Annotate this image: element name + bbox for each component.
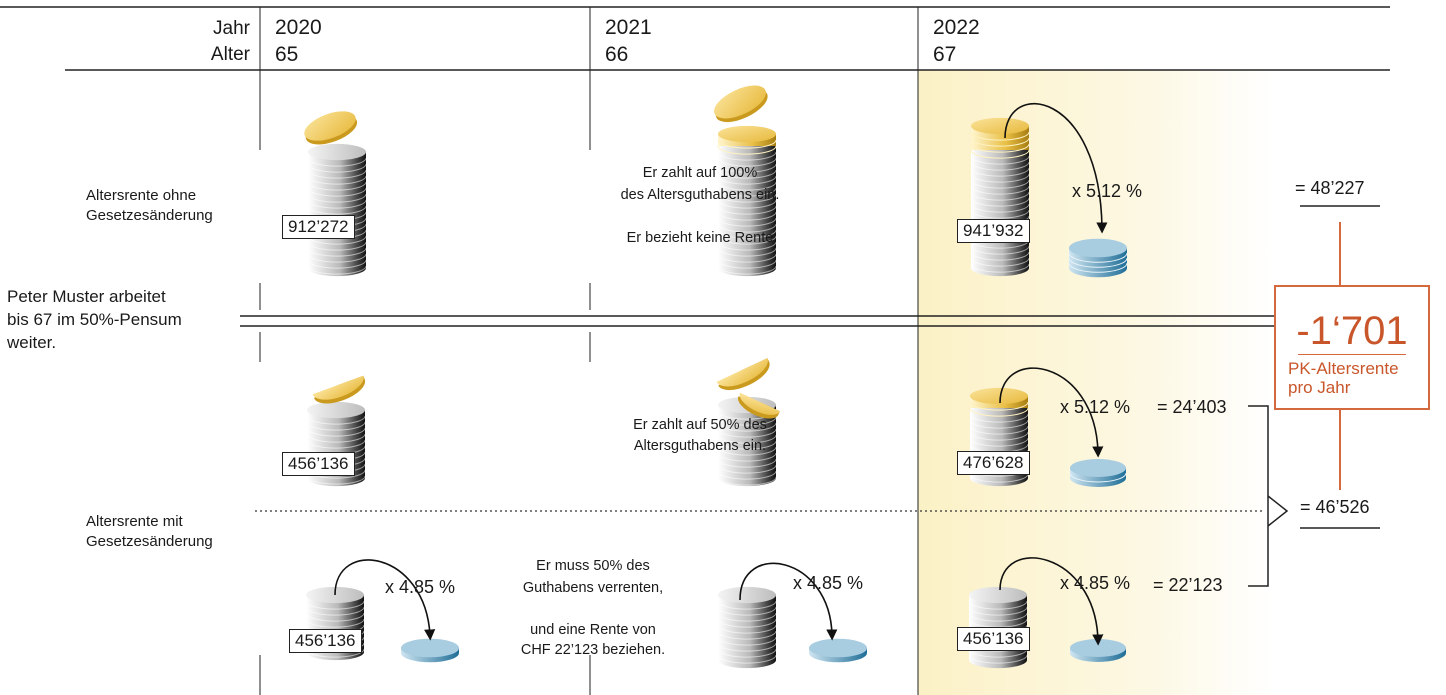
result-upper: = 24’403 [1157,397,1227,417]
balance-upper-2020: 456’136 [282,452,355,476]
balance-ohne-2022: 941’932 [957,219,1030,243]
header-age-67: 67 [933,43,957,66]
header-jahr-label: Jahr [213,18,250,39]
rate-lower-2022: x 4.85 % [1060,573,1131,593]
pension-coin-upper-2022 [1069,459,1127,487]
story-line2: bis 67 im 50%-Pensum [7,310,182,329]
half-gold-coin-upper-2021-b [737,392,780,419]
note-upper-line1: Er zahlt auf 50% des [633,417,767,433]
half-gold-coin-upper-2021-a [716,358,770,391]
coin-stack-ohne-2022 [970,117,1030,277]
balance-ohne-2020: 912’272 [282,215,355,239]
rate-ohne-2022: x 5.12 % [1072,181,1143,201]
coin-stack-lower-2021 [717,586,777,669]
label-mit-line2: Gesetzesänderung [86,533,213,550]
rate-lower-2021: x 4.85 % [793,573,864,593]
header-age-65: 65 [275,43,299,66]
difference-caption-line2: pro Jahr [1288,378,1351,397]
rate-lower-2020: x 4.85 % [385,577,456,597]
balance-lower-2022: 456’136 [957,627,1030,651]
label-mit-line1: Altersrente mit [86,513,183,530]
note-lower-line1: Er muss 50% des [536,558,650,574]
result-ohne: = 48’227 [1295,178,1365,198]
result-lower: = 22’123 [1153,575,1223,595]
label-ohne-line2: Gesetzesänderung [86,207,213,224]
gold-coin-ohne-2021 [714,85,768,123]
story-line1: Peter Muster arbeitet [7,287,166,306]
note-ohne-line1: Er zahlt auf 100% [642,165,758,181]
balance-upper-2022: 476’628 [957,451,1030,475]
rate-upper-2022: x 5.12 % [1060,397,1131,417]
note-ohne-line3: Er bezieht keine Rente [626,230,774,246]
note-ohne-line2: des Altersguthabens ein. [620,187,780,203]
coin-stack-ohne-2020 [307,143,367,277]
header-year-2020: 2020 [275,16,322,39]
coin-stack-ohne-2021 [717,125,777,277]
header-year-2021: 2021 [605,16,652,39]
note-lower-line2: Guthabens verrenten, [522,580,664,596]
balance-lower-2020: 456’136 [289,629,362,653]
difference-caption-line1: PK-Altersrente [1288,359,1399,378]
header-year-2022: 2022 [933,16,980,39]
difference-value: -1‘701 [1296,309,1408,353]
gold-coin-ohne-2020 [304,111,358,145]
label-ohne-line1: Altersrente ohne [86,187,197,204]
note-upper-line2: Altersguthabens ein. [633,438,767,454]
note-lower-line4: CHF 22’123 beziehen. [520,642,666,658]
pension-coin-lower-2020 [401,638,459,663]
difference-box: -1‘701 PK-Altersrente pro Jahr [1274,285,1430,410]
note-lower-line3: und eine Rente von [530,622,656,638]
pension-coin-ohne-2022 [1068,238,1128,278]
half-gold-coin-upper-2020 [312,375,366,404]
result-total-mit: = 46’526 [1300,497,1370,517]
header-age-66: 66 [605,43,629,66]
header-alter-label: Alter [210,44,250,65]
story-line3: weiter. [7,333,57,352]
pension-coin-lower-2021 [809,638,867,663]
pension-coin-lower-2022 [1070,639,1126,662]
